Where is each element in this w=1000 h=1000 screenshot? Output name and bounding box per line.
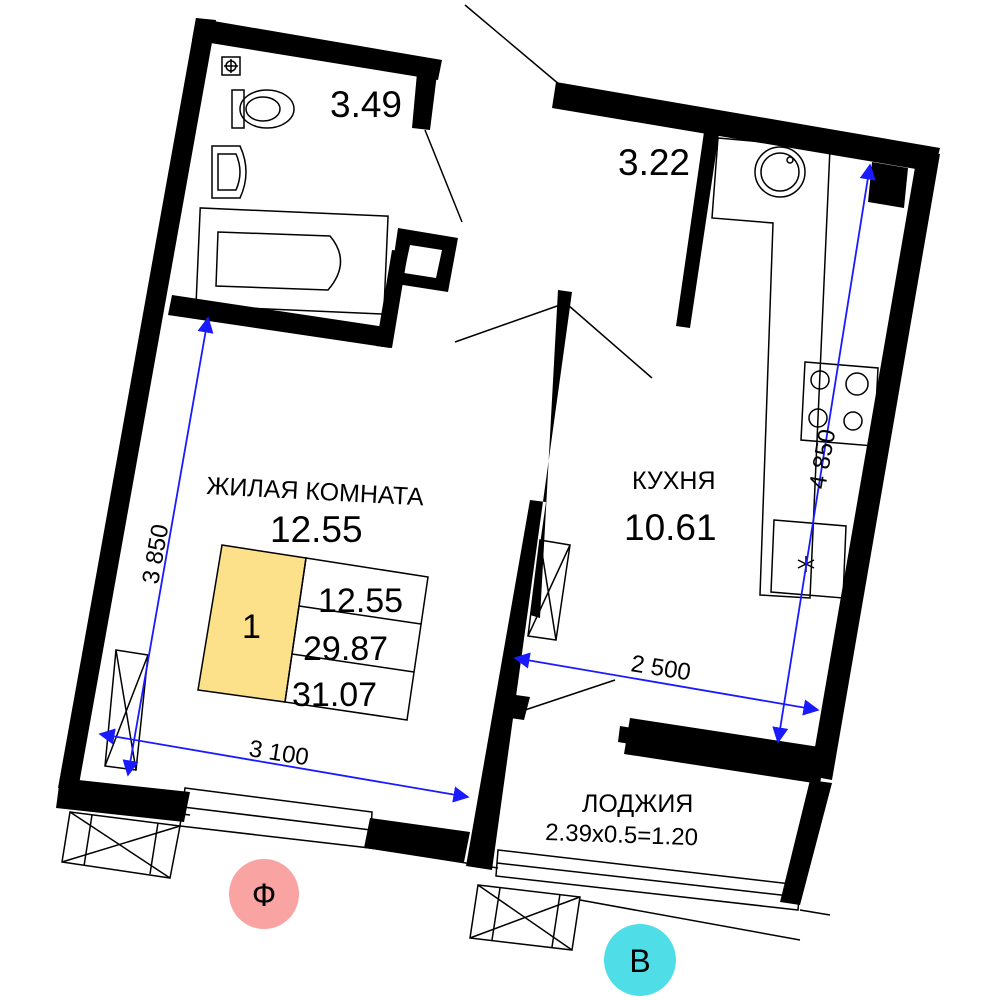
outer-wall-bathroom-top [192, 18, 442, 80]
dim-label-kitchen-height: 4 850 [804, 427, 841, 491]
total-area-value: 29.87 [303, 630, 388, 668]
area-summary-table: 1 12.55 29.87 31.07 [197, 544, 429, 721]
dim-line-living-height [122, 316, 214, 777]
dim-label-kitchen-width: 2 500 [629, 650, 693, 686]
sink-icon [211, 145, 247, 199]
bathtub-icon [195, 207, 389, 315]
walls [56, 18, 940, 905]
wall-living-corner [364, 818, 470, 862]
loggia-formula: 2.39x0.5=1.20 [545, 819, 699, 851]
bathroom-wall-bottom [168, 295, 392, 348]
axis-marker-left: Ф [229, 859, 299, 929]
dim-label-living-width: 3 100 [247, 735, 311, 771]
loggia-name: ЛОДЖИЯ [582, 790, 693, 818]
partition-bathroom-living [376, 250, 408, 348]
kitchen-name: КУХНЯ [632, 467, 716, 495]
axis-label-left: Ф [252, 877, 276, 913]
dim-line-kitchen-width [513, 652, 820, 716]
kitchen-sink-icon [754, 146, 806, 198]
balcony-railings [61, 811, 801, 951]
total-with-loggia-value: 31.07 [292, 676, 377, 714]
bathroom-wall-right [412, 62, 438, 130]
wall-hall-top [552, 82, 940, 172]
loggia-wall [624, 718, 826, 784]
living-room-name: ЖИЛАЯ КОМНАТА [206, 472, 425, 511]
dimension-lines [98, 163, 876, 803]
dim-label-living-height: 3 850 [137, 522, 174, 586]
toilet-icon [231, 89, 295, 129]
fridge-icon [770, 519, 847, 599]
loggia-wall-right [780, 780, 832, 905]
loggia-stub-2 [618, 726, 632, 744]
axis-circle-left [229, 859, 299, 929]
living-room-area: 12.55 [270, 509, 363, 550]
dim-line-kitchen-height [772, 163, 876, 744]
bathroom-fixtures [195, 56, 389, 315]
vent-block-kitchen [868, 162, 908, 208]
living-area-value: 12.55 [318, 582, 403, 620]
shaft-inner [404, 245, 442, 278]
kitchen-area: 10.61 [624, 507, 717, 548]
room-count: 1 [242, 608, 261, 646]
axis-marker-right: В [604, 924, 676, 996]
ventilation-icon [221, 56, 241, 76]
partition-living-kitchen [466, 290, 572, 870]
bathroom-area: 3.49 [330, 84, 402, 125]
hall-area: 3.22 [618, 142, 690, 183]
hall-kitchen-stub [676, 125, 720, 328]
dim-line-living-width [98, 728, 470, 803]
axis-label-right: В [629, 943, 650, 979]
axis-circle-right [604, 924, 676, 996]
